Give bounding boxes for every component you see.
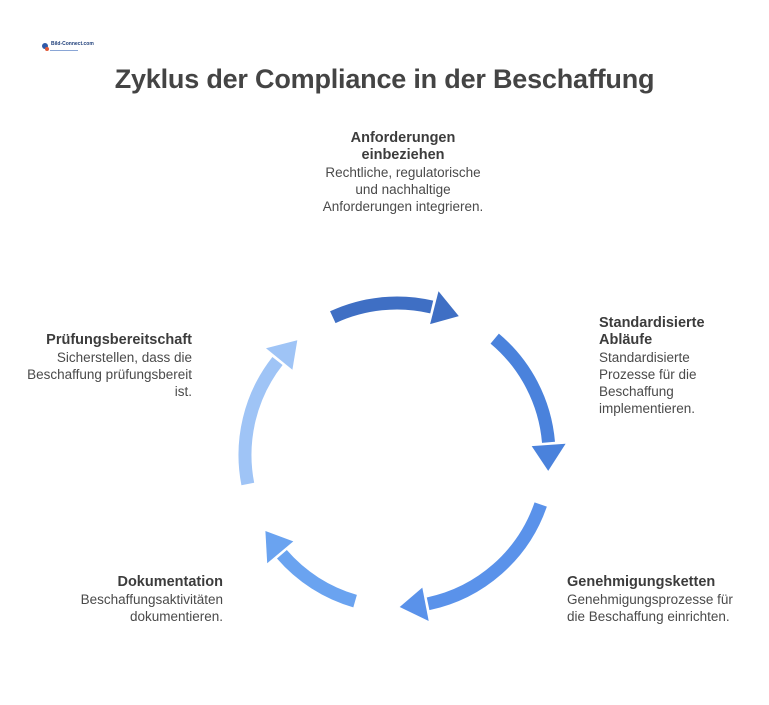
arrow-2-head: [531, 443, 566, 471]
arrow-4-shaft: [276, 549, 358, 608]
arrow-1-shaft: [330, 296, 434, 324]
step-5-title: Prüfungsbereitschaft: [46, 332, 192, 348]
step-2-label: Standardisierte Abläufe Standardisierte …: [599, 315, 739, 417]
step-1-description: Rechtliche, regulatorische und nachhalti…: [322, 165, 484, 214]
step-1-label: Anforderungen einbeziehen Rechtliche, re…: [322, 130, 484, 215]
step-5-description: Sicherstellen, dass die Beschaffung prüf…: [27, 350, 192, 399]
arrow-2-shaft: [490, 333, 555, 443]
arrow-1-head: [430, 291, 459, 325]
step-4-title: Dokumentation: [117, 574, 223, 590]
step-5-label: Prüfungsbereitschaft Sicherstellen, dass…: [20, 332, 192, 400]
step-4-description: Beschaffungsaktivitäten dokumentieren.: [80, 592, 223, 624]
arrow-3-head: [399, 587, 429, 621]
logo-text: Bild-Connect.com: [51, 41, 94, 47]
arrow-4-head: [265, 531, 294, 564]
arrow-3-shaft: [426, 502, 547, 611]
step-4-label: Dokumentation Beschaffungsaktivitäten do…: [40, 574, 223, 625]
step-3-label: Genehmigungsketten Genehmigungsprozesse …: [567, 574, 737, 625]
step-3-title: Genehmigungsketten: [567, 574, 716, 590]
step-2-description: Standardisierte Prozesse für die Beschaf…: [599, 350, 697, 416]
diagram-title: Zyklus der Compliance in der Beschaffung: [114, 64, 655, 94]
logo: Bild-Connect.com: [41, 41, 94, 55]
step-2-title: Standardisierte Abläufe: [599, 315, 705, 348]
step-3-description: Genehmigungsprozesse für die Beschaffung…: [567, 592, 733, 624]
logo-icon: [42, 43, 78, 51]
step-1-title: Anforderungen einbeziehen: [350, 130, 456, 163]
arrow-5-head: [266, 340, 298, 370]
arrow-5-shaft: [238, 356, 283, 486]
